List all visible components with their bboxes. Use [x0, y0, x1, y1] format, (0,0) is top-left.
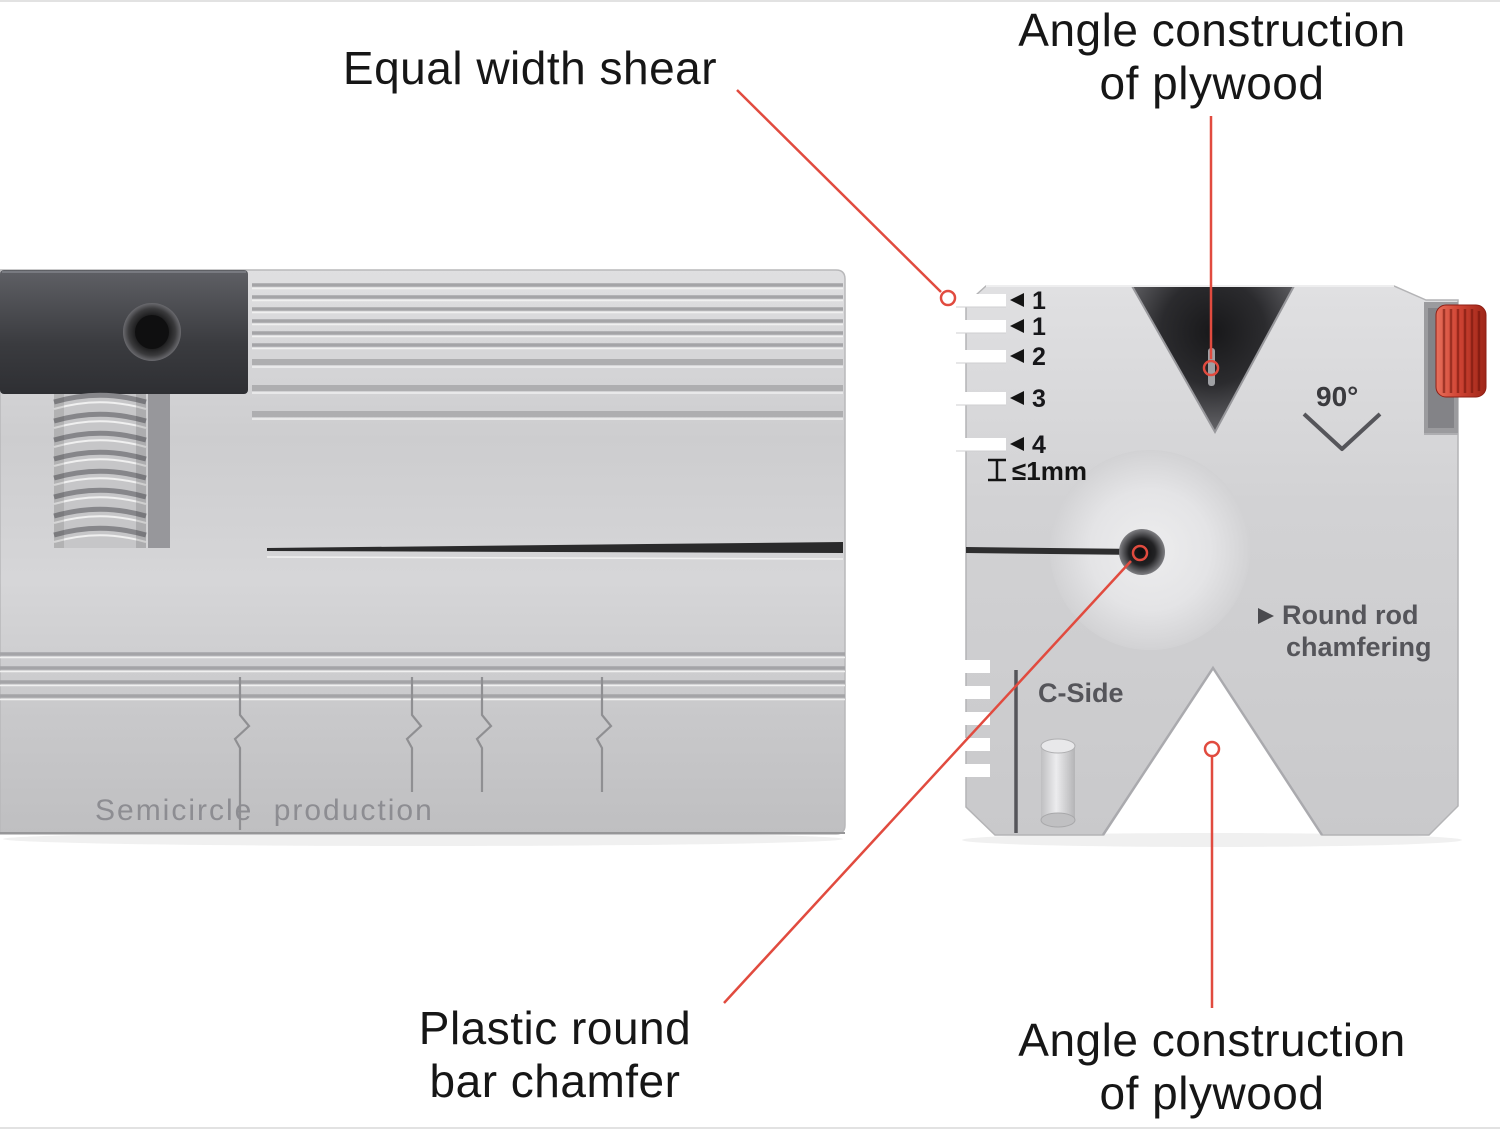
callout-plastic-round-bar: Plastic round bar chamfer — [330, 1002, 780, 1109]
callout-text-line2: of plywood — [1099, 1067, 1325, 1120]
plastic-rod — [1040, 738, 1076, 828]
depth-mark-triangle-icon — [1010, 437, 1024, 451]
marker-equal-width-shear — [939, 289, 957, 307]
height-limit-label: ≤1mm — [1012, 456, 1087, 486]
saw-slit — [266, 542, 844, 560]
thumb-screw-knob — [1435, 304, 1487, 398]
right-tool-slit — [966, 547, 1142, 555]
marker-angle-top — [1202, 359, 1220, 377]
center-bore-hole — [1119, 529, 1165, 575]
depth-scale: 1 1 2 3 4 — [1010, 287, 1046, 459]
right-tool: 1 1 2 3 4 ≤1mm 90° — [956, 285, 1487, 836]
depth-mark-triangle-icon — [1010, 391, 1024, 405]
leader-line-equal-width-shear — [736, 89, 942, 293]
depth-mark-label: 4 — [1032, 431, 1046, 459]
depth-mark-triangle-icon — [1010, 349, 1024, 363]
clamp-screw — [53, 392, 170, 548]
callout-equal-width-shear: Equal width shear — [300, 42, 760, 95]
callout-text-line2: bar chamfer — [429, 1055, 681, 1108]
callout-text-line1: Angle construction — [1018, 1014, 1406, 1066]
left-tool: Semicircle production — [0, 269, 846, 835]
depth-mark-triangle-icon — [1010, 293, 1024, 307]
depth-mark-label: 1 — [1032, 287, 1046, 315]
callout-angle-plywood-top: Angle construction of plywood — [962, 4, 1462, 111]
depth-mark-label: 3 — [1032, 385, 1046, 413]
callout-text: Equal width shear — [342, 42, 718, 94]
height-gauge-icon — [988, 458, 1006, 482]
callout-leaders — [723, 89, 1221, 1008]
depth-mark-label: 1 — [1032, 313, 1046, 341]
round-rod-chamfering-label: Round rod chamfering — [1258, 600, 1432, 662]
chamfer-label-line1: Round rod — [1282, 600, 1418, 630]
angle-mark: 90° — [1302, 381, 1382, 451]
clamp-block — [0, 270, 248, 394]
pointer-triangle-icon — [1258, 608, 1274, 624]
depth-mark-triangle-icon — [1010, 319, 1024, 333]
marker-angle-bottom — [1203, 740, 1221, 758]
left-tool-engraving: Semicircle production — [95, 794, 434, 827]
angle-label: 90° — [1316, 381, 1358, 412]
callout-text-line1: Angle construction — [1018, 4, 1406, 56]
thumb-screw — [1424, 302, 1487, 435]
c-side-label: C-Side — [1038, 678, 1124, 708]
callout-text-line1: Plastic round — [418, 1002, 692, 1054]
marker-plastic-round-bar — [1131, 544, 1149, 562]
leader-line-plastic-round-bar — [723, 560, 1132, 1004]
callout-angle-plywood-bottom: Angle construction of plywood — [962, 1014, 1462, 1121]
callout-text-line2: of plywood — [1099, 57, 1325, 110]
depth-mark-label: 2 — [1032, 343, 1046, 371]
chamfer-label-line2: chamfering — [1286, 632, 1432, 662]
relief-cut-lines — [233, 677, 613, 830]
left-tool-top-fins — [252, 283, 843, 420]
bottom-v-notch-edge — [1101, 665, 1324, 836]
angle-chevron-icon — [1302, 412, 1382, 451]
left-tool-lower-grooves — [0, 652, 845, 701]
depth-comb-top — [956, 294, 1006, 452]
height-limit-mark: ≤1mm — [988, 456, 1087, 486]
